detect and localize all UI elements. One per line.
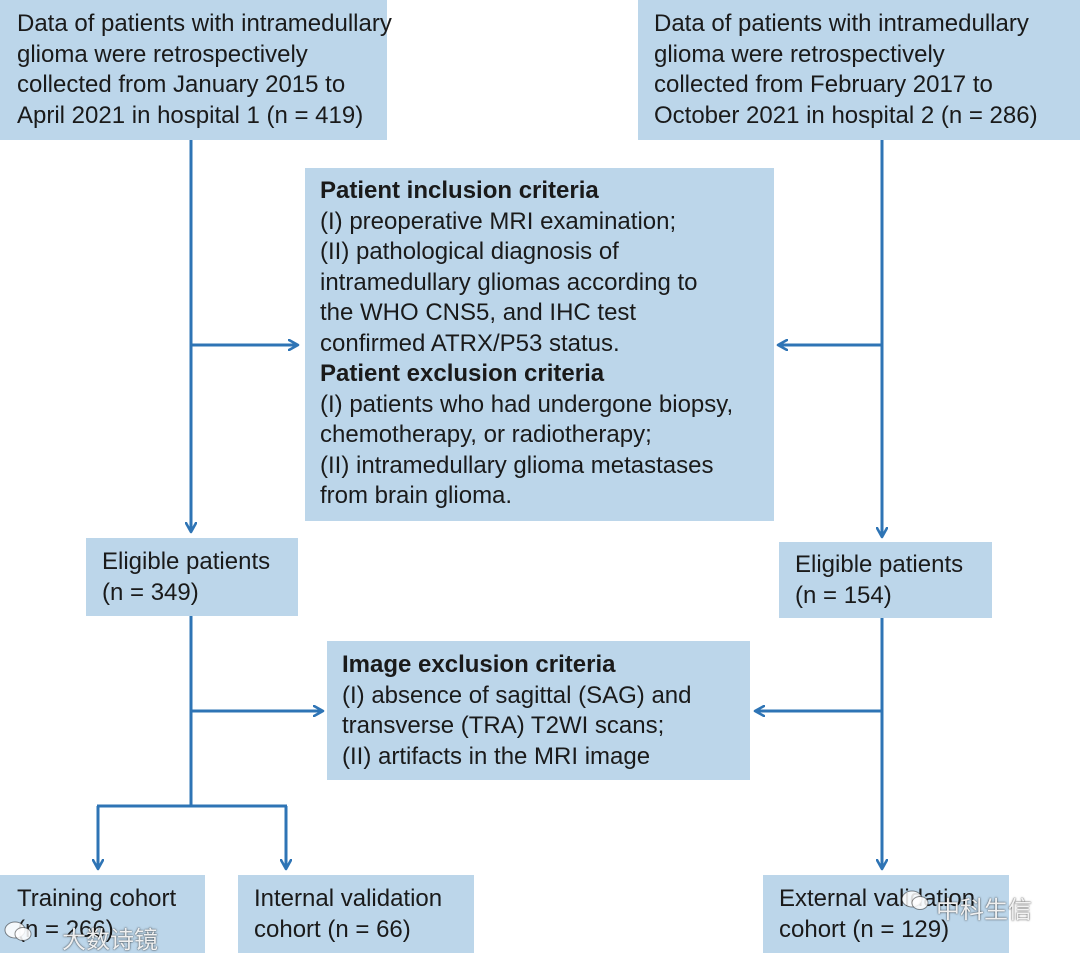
- inclusion-criteria-title: Patient inclusion criteria: [320, 177, 599, 204]
- hospital2-line-4: October 2021 in hospital 2 (n = 286): [654, 101, 1038, 129]
- external-validation-count: cohort (n = 129): [779, 915, 950, 943]
- inclusion-line-3: intramedullary gliomas according to: [320, 268, 698, 296]
- eligible1-count: (n = 349): [102, 578, 199, 606]
- inclusion-line-5: confirmed ATRX/P53 status.: [320, 329, 620, 357]
- watermark-left: 大数诗镜: [62, 927, 158, 954]
- hospital2-line-1: Data of patients with intramedullary: [654, 10, 1029, 37]
- eligible2-box: Eligible patients (n = 154): [779, 542, 992, 618]
- eligible2-label: Eligible patients: [795, 551, 964, 578]
- hospital2-line-2: glioma were retrospectively: [654, 40, 945, 68]
- training-cohort-box: Training cohort (n = 266): [0, 875, 205, 953]
- wechat-logo-icon: [4, 921, 32, 941]
- external-validation-label: External validation: [779, 885, 976, 912]
- exclusion-criteria-title: Patient exclusion criteria: [320, 360, 605, 387]
- hospital1-line-3: collected from January 2015 to: [17, 71, 346, 98]
- hospital2-line-3: collected from February 2017 to: [654, 71, 993, 98]
- exclusion-line-4: from brain glioma.: [320, 482, 513, 509]
- hospital1-line-2: glioma were retrospectively: [17, 40, 308, 68]
- internal-validation-box: Internal validation cohort (n = 66): [238, 875, 474, 953]
- watermark-right: 中科生信: [936, 897, 1032, 924]
- inclusion-line-2: (II) pathological diagnosis of: [320, 238, 619, 265]
- eligible2-count: (n = 154): [795, 581, 892, 609]
- internal-validation-label: Internal validation: [254, 885, 443, 912]
- image-criteria-box: Image exclusion criteria (I) absence of …: [327, 641, 750, 780]
- hospital1-line-4: April 2021 in hospital 1 (n = 419): [17, 101, 364, 129]
- wechat-logo-icon: [901, 890, 929, 910]
- patient-criteria-box: Patient inclusion criteria (I) preoperat…: [305, 168, 774, 521]
- eligible1-label: Eligible patients: [102, 548, 271, 575]
- image-criteria-line-1: (I) absence of sagittal (SAG) and: [342, 681, 692, 709]
- hospital2-box: Data of patients with intramedullary gli…: [638, 0, 1080, 140]
- training-cohort-count: (n = 266): [17, 915, 114, 943]
- inclusion-line-1: (I) preoperative MRI examination;: [320, 207, 677, 235]
- inclusion-line-4: the WHO CNS5, and IHC test: [320, 299, 637, 326]
- exclusion-line-3: (II) intramedullary glioma metastases: [320, 451, 714, 479]
- eligible1-box: Eligible patients (n = 349): [86, 538, 298, 616]
- image-criteria-line-3: (II) artifacts in the MRI image: [342, 742, 651, 770]
- internal-validation-count: cohort (n = 66): [254, 915, 411, 943]
- training-cohort-label: Training cohort: [17, 885, 177, 912]
- external-validation-box: External validation cohort (n = 129): [763, 875, 1009, 953]
- exclusion-line-2: chemotherapy, or radiotherapy;: [320, 421, 652, 448]
- image-criteria-title: Image exclusion criteria: [342, 651, 616, 678]
- exclusion-line-1: (I) patients who had undergone biopsy,: [320, 390, 734, 418]
- hospital1-box: Data of patients with intramedullary gli…: [0, 0, 392, 140]
- image-criteria-line-2: transverse (TRA) T2WI scans;: [342, 712, 665, 739]
- hospital1-line-1: Data of patients with intramedullary: [17, 10, 392, 37]
